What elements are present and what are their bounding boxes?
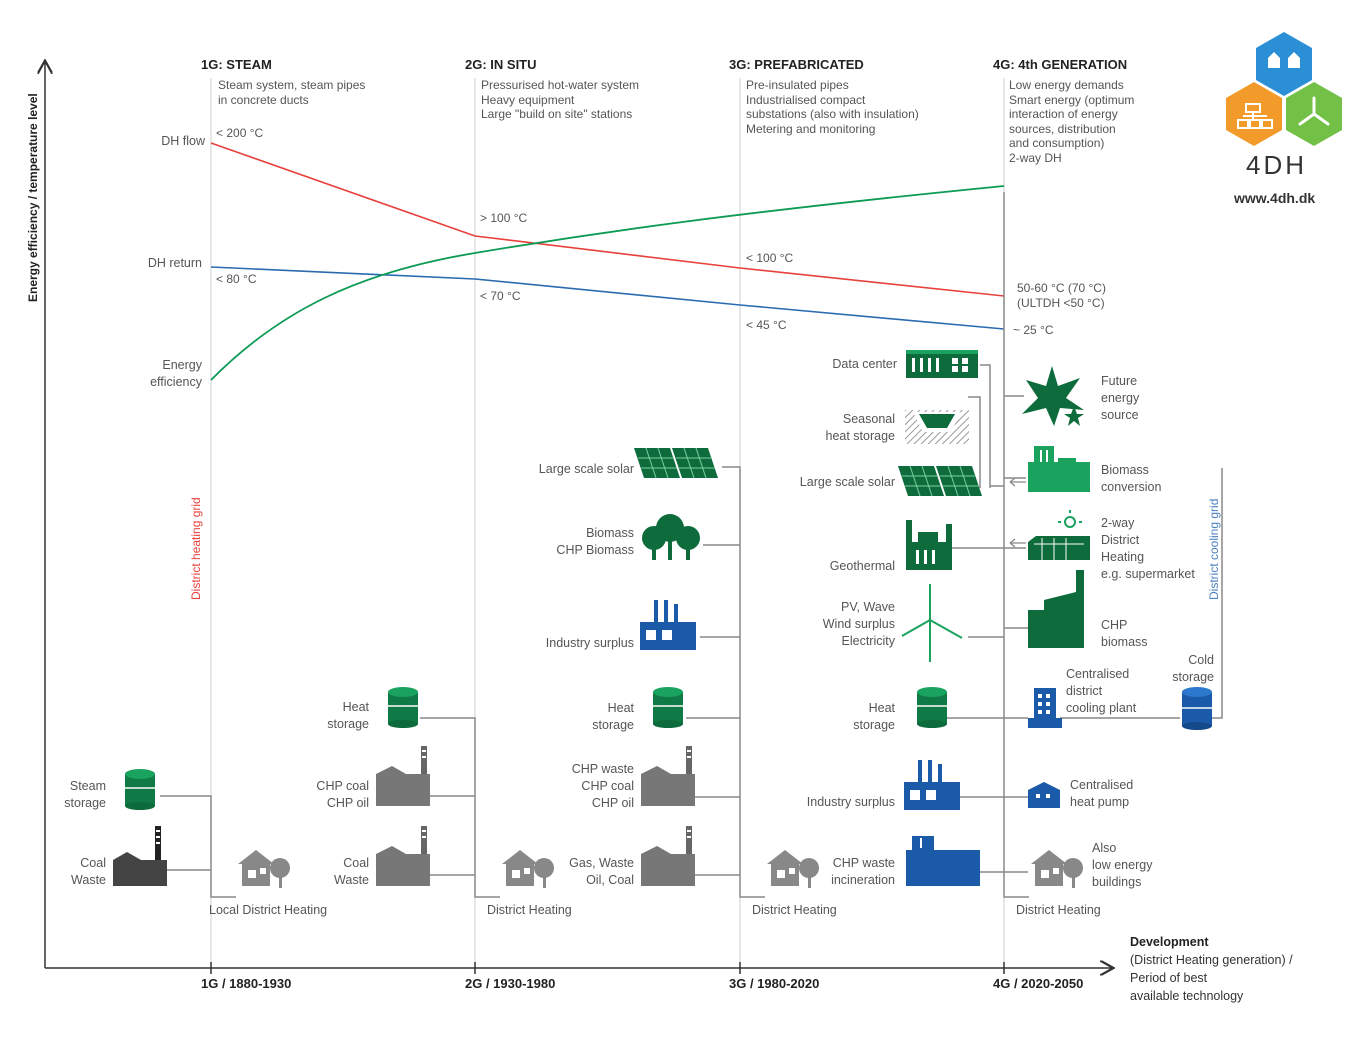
dh-return-curve bbox=[210, 266, 1005, 330]
dh-flow-label: DH flow bbox=[161, 134, 205, 148]
building-icon bbox=[1028, 688, 1062, 728]
house-trees-icon bbox=[767, 850, 819, 888]
g1-steam-storage: Steam storage bbox=[64, 779, 106, 810]
flow-temp-2g: > 100 °C bbox=[480, 211, 528, 225]
g2-chp: CHP coal CHP oil bbox=[316, 779, 369, 810]
tick-3g: 3G / 1980-2020 bbox=[729, 976, 820, 991]
g4-seasonal: Seasonal heat storage bbox=[825, 412, 896, 443]
cold-storage-icon bbox=[1182, 687, 1212, 730]
incineration-icon bbox=[906, 836, 980, 886]
flow-temp-3g: < 100 °C bbox=[746, 251, 794, 265]
gen-4-title: 4G: 4th GENERATION bbox=[993, 57, 1128, 72]
gen-2-title: 2G: IN SITU bbox=[465, 57, 537, 72]
supermarket-icon bbox=[1028, 510, 1090, 560]
flow-temp-1g: < 200 °C bbox=[216, 126, 264, 140]
tick-2g: 2G / 1930-1980 bbox=[465, 976, 556, 991]
factory-icon bbox=[376, 826, 430, 886]
g2-heat-storage: Heat storage bbox=[327, 700, 369, 731]
storage-tank-icon bbox=[653, 687, 683, 728]
storage-tank-icon bbox=[125, 769, 155, 810]
g4-central-cooling: Centralised district cooling plant bbox=[1066, 667, 1137, 715]
dh-return-label: DH return bbox=[147, 256, 202, 270]
dh-flow-curve bbox=[210, 142, 1005, 297]
x-axis-title: Development bbox=[1130, 935, 1209, 949]
g4-heat-pump: Centralised heat pump bbox=[1070, 778, 1134, 809]
heat-pump-icon bbox=[1028, 782, 1060, 808]
factory-icon bbox=[641, 746, 695, 806]
g4-low-energy: Also low energy buildings bbox=[1092, 841, 1153, 889]
house-trees-icon bbox=[1031, 850, 1083, 888]
return-temp-2g: < 70 °C bbox=[480, 289, 521, 303]
gen-4-desc: Low energy demands Smart energy (optimum… bbox=[1009, 78, 1135, 165]
x-axis-subtitle: (District Heating generation) / Period o… bbox=[1130, 953, 1293, 1003]
tree-icon bbox=[642, 514, 700, 560]
factory-icon bbox=[376, 746, 430, 806]
tick-1g: 1G / 1880-1930 bbox=[201, 976, 292, 991]
return-temp-4g: ~ 25 °C bbox=[1013, 323, 1054, 337]
logo-name: 4DH bbox=[1246, 150, 1308, 180]
factory-icon bbox=[641, 826, 695, 886]
logo-icon bbox=[1226, 32, 1342, 146]
g4-pv-wind: PV, Wave Wind surplus Electricity bbox=[822, 600, 895, 648]
g1-coal-waste: Coal Waste bbox=[71, 856, 106, 887]
storage-tank-icon bbox=[917, 687, 947, 728]
g4-chp-waste: CHP waste incineration bbox=[831, 856, 895, 887]
biomass-conversion-icon bbox=[1028, 446, 1090, 492]
energy-efficiency-label: Energy efficiency bbox=[150, 358, 202, 389]
g3-industry: Industry surplus bbox=[545, 636, 634, 650]
g4-large-solar: Large scale solar bbox=[799, 475, 895, 489]
g4-two-way: 2-way District Heating e.g. supermarket bbox=[1101, 516, 1195, 581]
tick-4g: 4G / 2020-2050 bbox=[993, 976, 1084, 991]
g2-network: District Heating bbox=[487, 903, 572, 917]
factory-icon bbox=[113, 826, 167, 886]
g4-network: District Heating bbox=[1016, 903, 1101, 917]
g4-geothermal: Geothermal bbox=[829, 559, 895, 573]
g3-biomass: Biomass CHP Biomass bbox=[556, 526, 634, 557]
y-axis-label: Energy efficiency / temperature level bbox=[26, 93, 40, 302]
g2-coal-waste: Coal Waste bbox=[334, 856, 369, 887]
industry-icon bbox=[640, 600, 696, 650]
wind-turbine-icon bbox=[901, 584, 963, 662]
return-temp-3g: < 45 °C bbox=[746, 318, 787, 332]
gen-3-title: 3G: PREFABRICATED bbox=[729, 57, 864, 72]
g3-large-solar: Large scale solar bbox=[538, 462, 634, 476]
chp-biomass-icon bbox=[1028, 570, 1084, 648]
industry-icon bbox=[904, 760, 960, 810]
g4-future: Future energy source bbox=[1101, 374, 1140, 422]
return-temp-1g: < 80 °C bbox=[216, 272, 257, 286]
g3-chp: CHP waste CHP coal CHP oil bbox=[571, 762, 634, 810]
g3-gas: Gas, Waste Oil, Coal bbox=[569, 856, 634, 887]
cooling-grid-label: District cooling grid bbox=[1207, 498, 1221, 600]
g4-cold-storage: Cold storage bbox=[1172, 653, 1214, 684]
g1-network: Local District Heating bbox=[209, 903, 328, 917]
seasonal-storage-icon bbox=[905, 410, 969, 444]
house-trees-icon bbox=[238, 850, 290, 888]
energy-efficiency-curve bbox=[210, 185, 1005, 381]
geothermal-icon bbox=[906, 520, 952, 570]
g4-heat-storage: Heat storage bbox=[853, 701, 895, 732]
solar-panel-icon bbox=[634, 447, 718, 479]
storage-tank-icon bbox=[388, 687, 418, 728]
g4-biomass-conv: Biomass conversion bbox=[1101, 463, 1162, 494]
gen-1-desc: Steam system, steam pipes in concrete du… bbox=[218, 78, 366, 107]
flow-temp-4g: 50-60 °C (70 °C) (ULTDH <50 °C) bbox=[1017, 281, 1106, 310]
g3-heat-storage: Heat storage bbox=[592, 701, 634, 732]
house-trees-icon bbox=[502, 850, 554, 888]
gen-2-desc: Pressurised hot-water system Heavy equip… bbox=[481, 78, 640, 121]
star-burst-icon bbox=[1022, 366, 1084, 426]
heating-grid-label: District heating grid bbox=[189, 497, 203, 600]
solar-panel-icon bbox=[898, 465, 982, 497]
g3-network: District Heating bbox=[752, 903, 837, 917]
logo-url[interactable]: www.4dh.dk bbox=[1234, 190, 1316, 206]
g4-data-center: Data center bbox=[832, 357, 897, 371]
data-center-icon bbox=[906, 350, 978, 378]
gen-3-desc: Pre-insulated pipes Industrialised compa… bbox=[746, 78, 919, 136]
g4-chp-biomass: CHP biomass bbox=[1101, 618, 1148, 649]
g4-industry: Industry surplus bbox=[806, 795, 895, 809]
gen-1-title: 1G: STEAM bbox=[201, 57, 272, 72]
